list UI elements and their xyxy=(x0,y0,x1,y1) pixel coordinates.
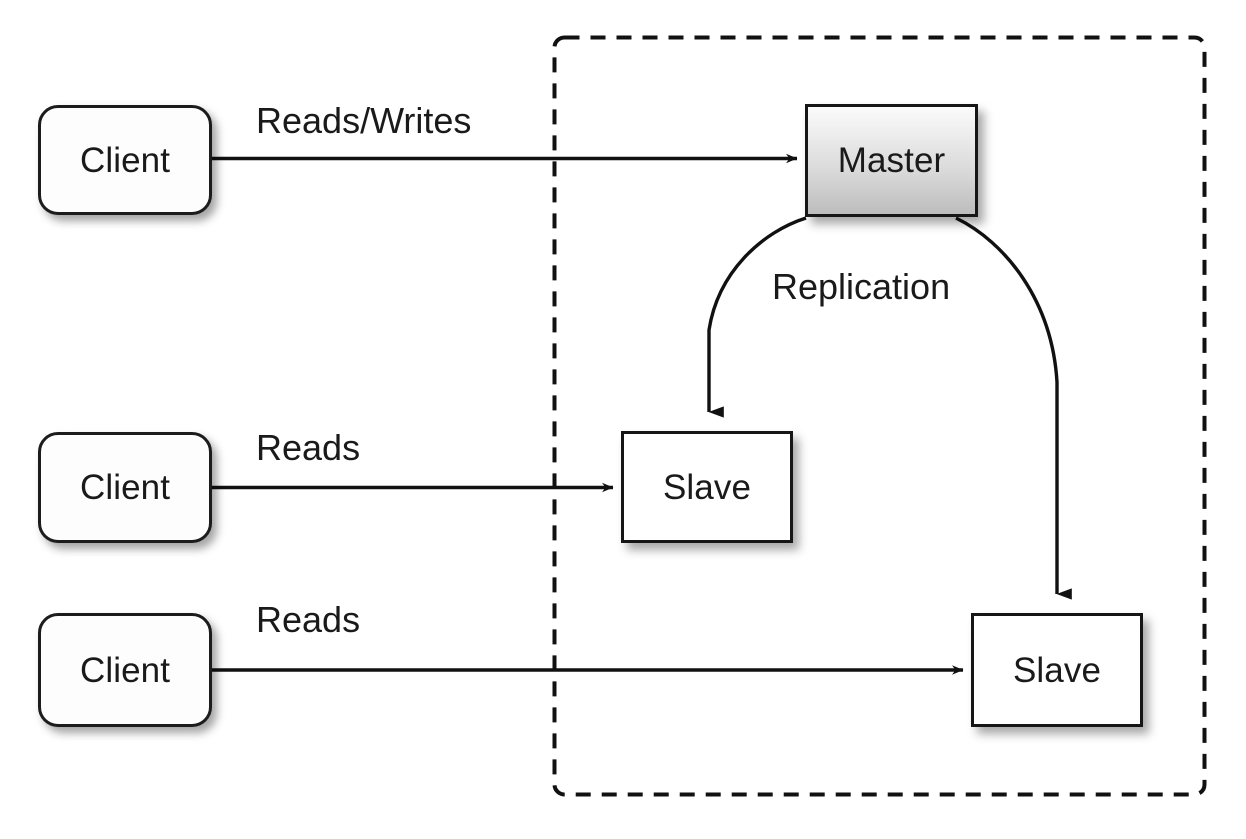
node-slave-2[interactable]: Slave xyxy=(971,613,1143,727)
node-client-3-label: Client xyxy=(79,650,171,690)
edge-label-replication: Replication xyxy=(772,266,951,307)
node-master-label: Master xyxy=(837,141,946,180)
edge-label-reads-writes: Reads/Writes xyxy=(256,100,472,141)
node-client-2[interactable]: Client xyxy=(38,432,212,543)
node-slave-1-label: Slave xyxy=(662,467,752,507)
node-client-3[interactable]: Client xyxy=(38,613,212,727)
node-client-2-label: Client xyxy=(79,468,171,507)
node-client-1[interactable]: Client xyxy=(38,105,212,215)
node-client-1-label: Client xyxy=(79,140,171,180)
node-master[interactable]: Master xyxy=(805,104,978,217)
node-slave-2-label: Slave xyxy=(1012,650,1102,690)
node-slave-1[interactable]: Slave xyxy=(621,431,793,543)
edge-label-reads-2: Reads xyxy=(256,599,361,640)
edge-label-reads-1: Reads xyxy=(256,427,361,468)
